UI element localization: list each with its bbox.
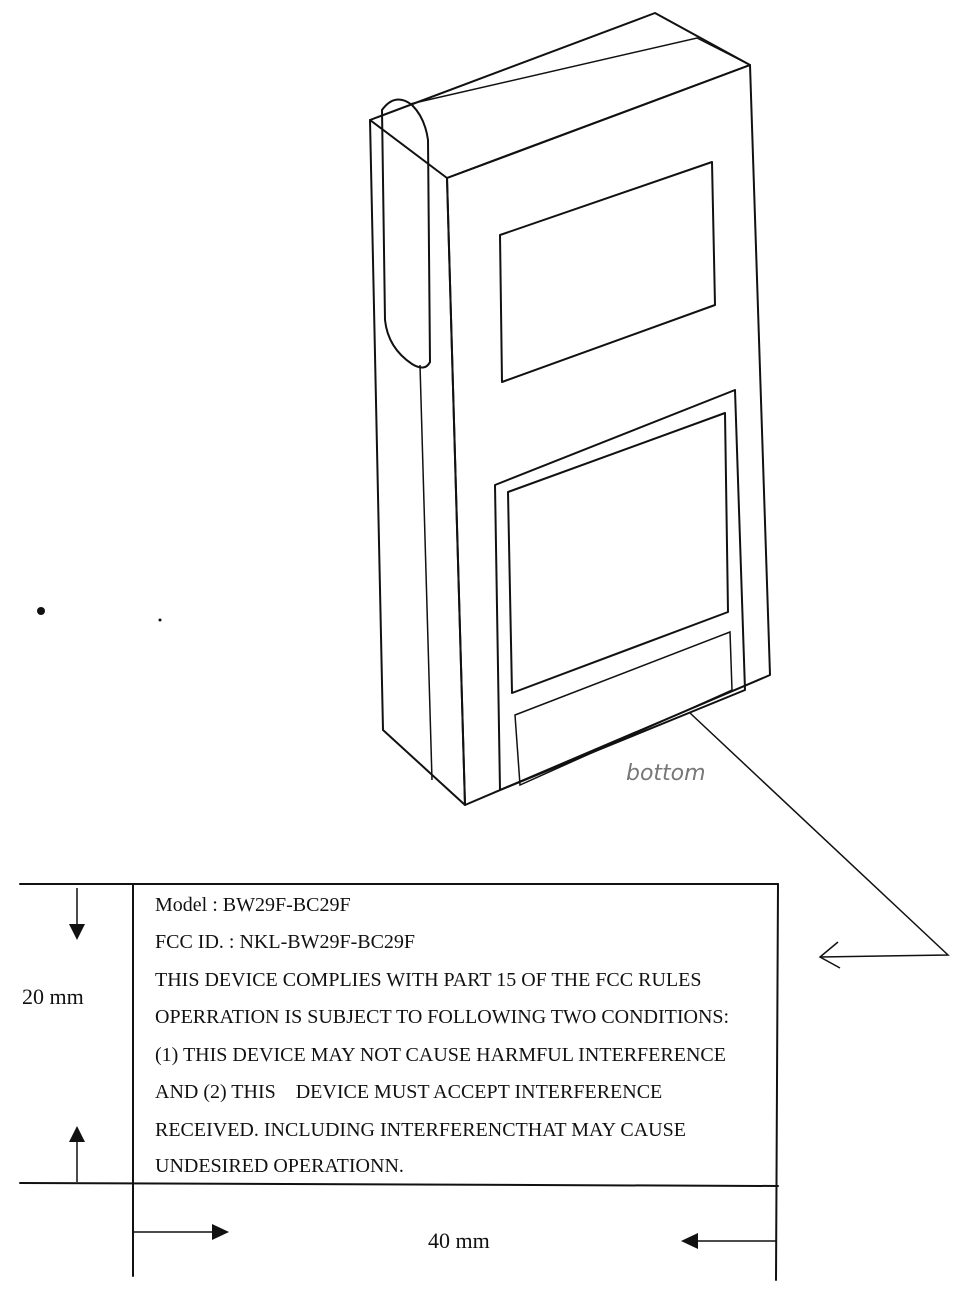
label-model: Model : BW29F-BC29F bbox=[155, 894, 351, 916]
label-line-6: AND (2) THIS DEVICE MUST ACCEPT INTERFER… bbox=[155, 1081, 662, 1103]
arrow-left-icon bbox=[681, 1233, 698, 1249]
device-top-edge-line bbox=[409, 37, 751, 105]
keypad-panel-inner bbox=[507, 412, 729, 694]
arrow-up-icon bbox=[69, 1126, 85, 1142]
arrow-right-icon bbox=[212, 1224, 229, 1240]
antenna-icon bbox=[381, 98, 431, 369]
display-window bbox=[499, 161, 716, 383]
label-line-3: THIS DEVICE COMPLIES WITH PART 15 OF THE… bbox=[155, 969, 701, 991]
bottom-strip bbox=[514, 630, 733, 787]
callout-arrowhead-icon bbox=[818, 941, 841, 969]
bottom-annotation: bottom bbox=[626, 761, 706, 786]
fcc-label: Model : BW29F-BC29F FCC ID. : NKL-BW29F-… bbox=[19, 883, 779, 1281]
width-label: 40 mm bbox=[428, 1228, 490, 1253]
width-dimension: 40 mm bbox=[133, 1224, 776, 1253]
label-line-8: UNDESIRED OPERATIONN. bbox=[155, 1155, 404, 1177]
scan-speck bbox=[158, 618, 162, 622]
height-label: 20 mm bbox=[22, 984, 84, 1009]
label-line-7: RECEIVED. INCLUDING INTERFERENCTHAT MAY … bbox=[155, 1119, 686, 1141]
device-drawing: bottom bbox=[369, 12, 950, 969]
arrow-down-icon bbox=[69, 924, 85, 940]
scan-speck bbox=[37, 607, 45, 615]
label-right-border bbox=[775, 883, 779, 1281]
keypad-panel-outer bbox=[494, 389, 746, 791]
label-fcc-id: FCC ID. : NKL-BW29F-BC29F bbox=[155, 931, 415, 953]
height-dimension: 20 mm bbox=[22, 888, 85, 1182]
label-line-4: OPERRATION IS SUBJECT TO FOLLOWING TWO C… bbox=[155, 1006, 729, 1028]
label-line-5: (1) THIS DEVICE MAY NOT CAUSE HARMFUL IN… bbox=[155, 1044, 726, 1066]
device-front-face bbox=[446, 64, 771, 806]
device-top-face bbox=[369, 12, 751, 179]
callout-line bbox=[689, 712, 950, 958]
label-bottom-border bbox=[19, 1182, 779, 1187]
device-side-line bbox=[419, 364, 433, 781]
